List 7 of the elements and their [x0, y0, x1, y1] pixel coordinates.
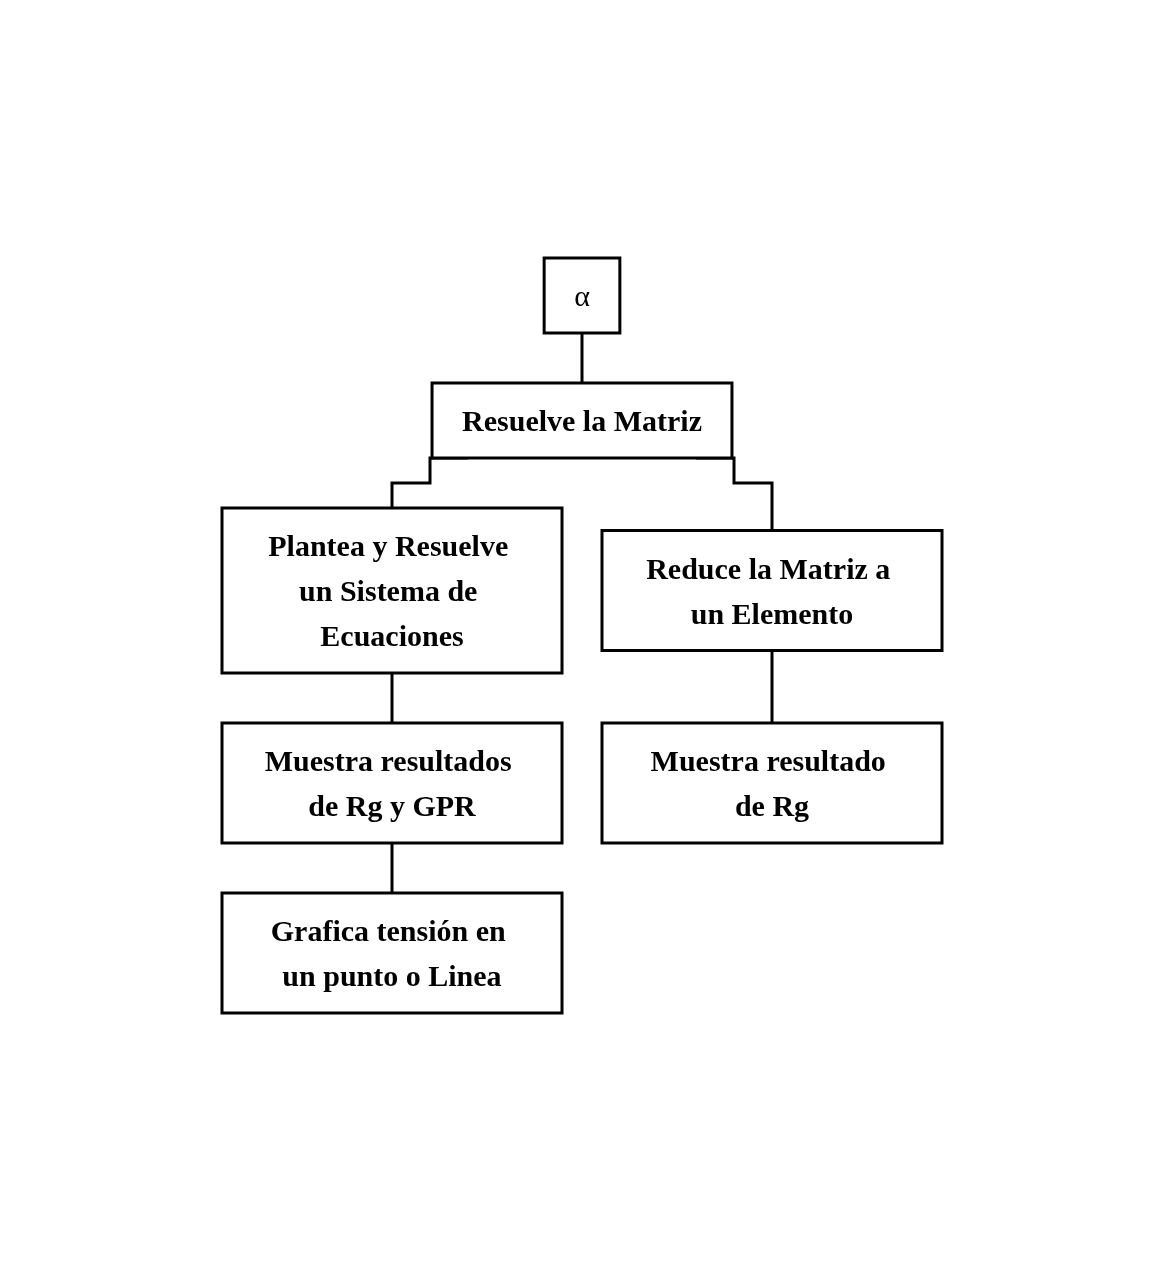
- node-box: Muestra resultado de Rg: [600, 721, 943, 845]
- node-box: Reduce la Matriz a un Elemento: [600, 529, 943, 652]
- node-box: Resuelve la Matriz: [430, 381, 733, 460]
- node-box: Plantea y Resuelve un Sistema de Ecuaciones: [220, 506, 563, 675]
- node-box: α: [542, 256, 621, 335]
- node-box: Muestra resultados de Rg y GPR: [220, 721, 563, 845]
- node-box: Grafica tensión en un punto o Linea: [220, 891, 563, 1015]
